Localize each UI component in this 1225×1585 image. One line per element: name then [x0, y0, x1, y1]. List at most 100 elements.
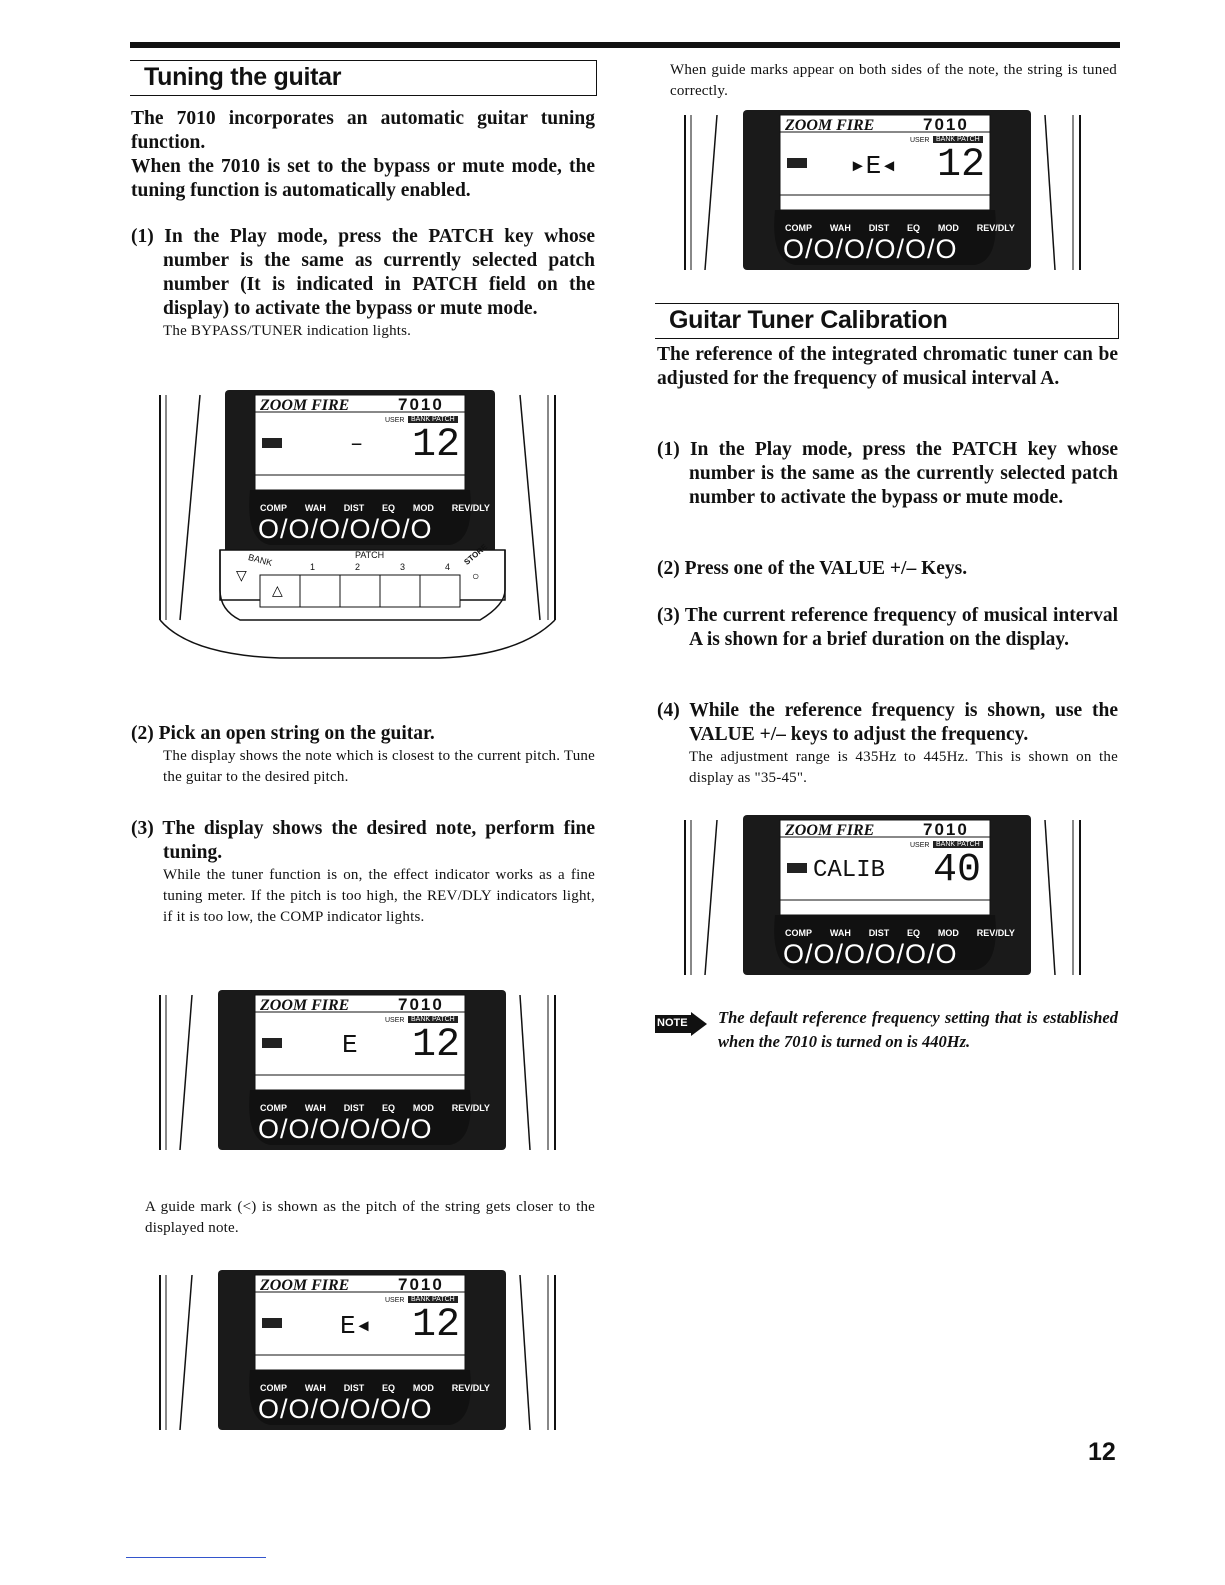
- bank-patch-label: BANK PATCH: [933, 841, 983, 848]
- label-mod: MOD: [937, 928, 959, 938]
- indicator-knobs: O/O/O/O/O/O: [783, 234, 958, 264]
- footswitch-num-4: 4: [444, 562, 450, 572]
- indicator-labels: COMP WAH DIST EQ MOD REV/DLY: [260, 1103, 490, 1113]
- indicator-knobs: O/O/O/O/O/O: [258, 1114, 433, 1144]
- tuned-correctly-paragraph: When guide marks appear on both sides of…: [670, 62, 1117, 99]
- label-comp: COMP: [785, 223, 812, 233]
- calibration-step-3: (3) The current reference frequency of m…: [657, 604, 1118, 652]
- guide-mark-paragraph: A guide mark (<) is shown as the pitch o…: [145, 1199, 595, 1236]
- page-number: 12: [1088, 1438, 1116, 1466]
- indicator-knobs: O/O/O/O/O/O: [258, 1394, 433, 1424]
- note-block: The default reference frequency setting …: [718, 1006, 1118, 1054]
- calibration-step-1-text: (1) In the Play mode, press the PATCH ke…: [657, 439, 1118, 508]
- model-logo: 7010: [398, 995, 444, 1014]
- model-logo: 7010: [398, 395, 444, 414]
- calibration-heading-box: [655, 303, 1119, 339]
- label-wah: WAH: [304, 503, 326, 513]
- label-eq: EQ: [382, 1103, 396, 1113]
- label-comp: COMP: [260, 1383, 287, 1393]
- label-wah: WAH: [829, 223, 851, 233]
- calibration-step-2: (2) Press one of the VALUE +/– Keys.: [657, 557, 1118, 581]
- label-dist: DIST: [868, 928, 890, 938]
- tuning-heading: Tuning the guitar: [144, 63, 342, 91]
- calibration-step-4-text: (4) While the reference frequency is sho…: [657, 700, 1118, 745]
- device-illustration: [684, 815, 1081, 976]
- display-note: CALIB: [813, 857, 886, 884]
- label-mod: MOD: [412, 1383, 434, 1393]
- indicator-knobs: O/O/O/O/O/O: [783, 939, 958, 969]
- label-rev-dly: REV/DLY: [451, 503, 490, 513]
- step-3-text: (3) The display shows the desired note, …: [131, 818, 595, 863]
- svg-text:△: △: [272, 582, 283, 598]
- display-note: E◂: [340, 1311, 372, 1341]
- note-arrow-icon: [655, 1012, 707, 1036]
- footswitch-num-2: 2: [354, 562, 360, 572]
- top-rule: [130, 42, 1120, 48]
- note-badge: NOTE: [655, 1012, 709, 1036]
- left-step-1: (1) In the Play mode, press the PATCH ke…: [131, 225, 595, 342]
- display-number: 12: [937, 143, 986, 188]
- device-display-2: ZOOM FIRE 7010 USER BANK PATCH E 12 COMP…: [150, 990, 570, 1160]
- device-display-3: ZOOM FIRE 7010 USER BANK PATCH E◂ 12 COM…: [150, 1270, 570, 1440]
- display-number: 40: [933, 848, 982, 893]
- left-intro: The 7010 incorporates an automatic guita…: [131, 107, 595, 203]
- calibration-step-2-text: (2) Press one of the VALUE +/– Keys.: [657, 558, 968, 579]
- indicator-labels: COMP WAH DIST EQ MOD REV/DLY: [785, 928, 1015, 938]
- calibration-step-4-note: The adjustment range is 435Hz to 445Hz. …: [689, 749, 1118, 786]
- device-illustration: [159, 1270, 556, 1431]
- label-dist: DIST: [343, 503, 365, 513]
- indicator-labels: COMP WAH DIST EQ MOD REV/DLY: [260, 1383, 490, 1393]
- label-dist: DIST: [868, 223, 890, 233]
- label-wah: WAH: [304, 1383, 326, 1393]
- indicator-labels: COMP WAH DIST EQ MOD REV/DLY: [260, 503, 490, 513]
- display-note: –: [350, 432, 364, 457]
- label-comp: COMP: [785, 928, 812, 938]
- left-step-3: (3) The display shows the desired note, …: [131, 817, 595, 928]
- calibration-intro-paragraph: The reference of the integrated chromati…: [657, 344, 1118, 389]
- device-illustration: [684, 110, 1081, 271]
- display-number: 12: [412, 423, 461, 468]
- svg-text:▽: ▽: [236, 567, 247, 583]
- footswitch-num-1: 1: [310, 562, 316, 572]
- label-rev-dly: REV/DLY: [451, 1383, 490, 1393]
- calibration-heading: Guitar Tuner Calibration: [669, 306, 948, 334]
- intro-paragraph-1: The 7010 incorporates an automatic guita…: [131, 108, 595, 153]
- label-comp: COMP: [260, 503, 287, 513]
- label-eq: EQ: [907, 928, 921, 938]
- label-eq: EQ: [382, 1383, 396, 1393]
- brand-logo: ZOOM FIRE: [785, 822, 875, 839]
- brand-logo: ZOOM FIRE: [260, 997, 350, 1014]
- display-note: ▸E◂: [850, 151, 897, 181]
- note-badge-label: NOTE: [657, 1017, 688, 1029]
- step-1-note: The BYPASS/TUNER indication lights.: [163, 323, 412, 339]
- device-illustration-with-footswitch: ▽ △ ○: [159, 390, 556, 659]
- user-label: USER: [385, 417, 405, 424]
- note-text: The default reference frequency setting …: [718, 1008, 1118, 1051]
- device-display-4: ZOOM FIRE 7010 USER BANK PATCH ▸E◂ 12 CO…: [675, 110, 1095, 280]
- brand-logo: ZOOM FIRE: [785, 117, 875, 134]
- label-rev-dly: REV/DLY: [976, 928, 1015, 938]
- step-1-text: (1) In the Play mode, press the PATCH ke…: [131, 226, 595, 319]
- user-label: USER: [910, 842, 930, 849]
- footswitch-patch-label: PATCH: [355, 550, 385, 560]
- calibration-intro: The reference of the integrated chromati…: [657, 343, 1118, 391]
- device-illustration: [159, 990, 556, 1151]
- guide-mark-text: A guide mark (<) is shown as the pitch o…: [145, 1197, 595, 1239]
- model-logo: 7010: [398, 1275, 444, 1294]
- tuning-heading-box: [130, 60, 597, 96]
- label-wah: WAH: [304, 1103, 326, 1113]
- label-mod: MOD: [412, 1103, 434, 1113]
- brand-logo: ZOOM FIRE: [260, 397, 350, 414]
- bank-patch-label: BANK PATCH: [408, 1016, 458, 1023]
- label-wah: WAH: [829, 928, 851, 938]
- display-number: 12: [412, 1023, 461, 1068]
- indicator-labels: COMP WAH DIST EQ MOD REV/DLY: [785, 223, 1015, 233]
- footswitch-numbers: 1 2 3 4: [310, 562, 450, 572]
- label-dist: DIST: [343, 1103, 365, 1113]
- user-label: USER: [385, 1297, 405, 1304]
- model-logo: 7010: [923, 820, 969, 839]
- label-comp: COMP: [260, 1103, 287, 1113]
- user-label: USER: [385, 1017, 405, 1024]
- calibration-step-4: (4) While the reference frequency is sho…: [657, 699, 1118, 789]
- step-2-text: (2) Pick an open string on the guitar.: [131, 723, 435, 744]
